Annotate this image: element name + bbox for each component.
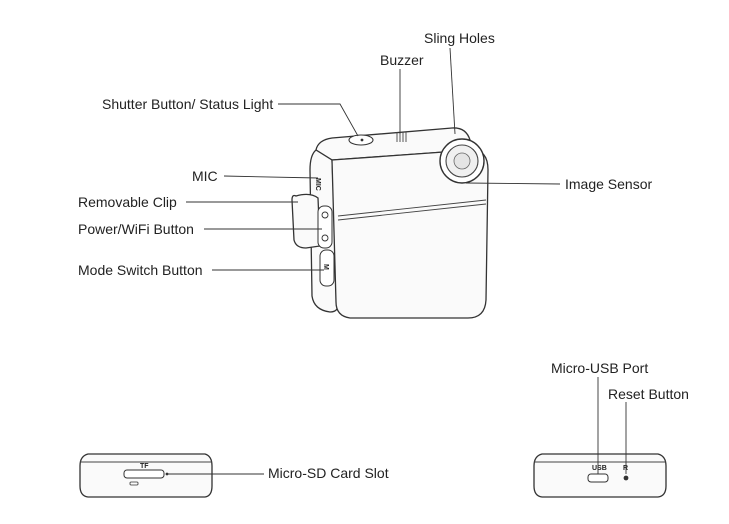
mode-marking: M xyxy=(322,264,329,270)
mode-switch-button xyxy=(319,249,335,287)
label-buzzer: Buzzer xyxy=(380,52,424,68)
callout-image-sensor xyxy=(465,182,561,185)
lens-inner xyxy=(453,152,471,170)
reset-button xyxy=(623,475,629,481)
label-power: Power/WiFi Button xyxy=(78,221,194,237)
micro-sd-card-slot xyxy=(123,469,165,479)
status-light-icon xyxy=(360,138,364,142)
callout-mic xyxy=(223,175,319,179)
micro-usb-port xyxy=(587,473,609,483)
indicator-mark-left xyxy=(129,481,139,486)
label-shutter: Shutter Button/ Status Light xyxy=(102,96,273,112)
label-image-sensor: Image Sensor xyxy=(565,176,652,192)
label-usb-port: Micro-USB Port xyxy=(551,360,648,376)
tf-marking: TF xyxy=(140,463,149,470)
label-mode: Mode Switch Button xyxy=(78,262,203,278)
power-wifi-button-housing xyxy=(317,205,333,249)
body-seam xyxy=(337,199,487,217)
label-sd-slot: Micro-SD Card Slot xyxy=(268,465,389,481)
label-clip: Removable Clip xyxy=(78,194,177,210)
label-reset: Reset Button xyxy=(608,386,689,402)
callout-shutter xyxy=(278,103,359,137)
callout-lines xyxy=(167,47,627,475)
labels: Sling Holes Buzzer Shutter Button/ Statu… xyxy=(78,30,689,481)
camera-bottom-view-right: USB R xyxy=(533,453,667,498)
label-sling-holes: Sling Holes xyxy=(424,30,495,46)
camera-main-view: M MIC xyxy=(291,127,489,319)
side-mic-marking: MIC xyxy=(314,178,321,191)
usb-marking: USB xyxy=(592,465,607,472)
label-mic: MIC xyxy=(192,168,218,184)
reset-marking: R xyxy=(623,465,628,472)
removable-clip xyxy=(291,193,321,249)
camera-bottom-view-left: TF xyxy=(79,453,213,498)
wifi-icon xyxy=(321,234,329,242)
body-seam-2 xyxy=(337,203,487,221)
callout-sling-holes xyxy=(449,47,456,135)
power-icon xyxy=(321,211,329,219)
